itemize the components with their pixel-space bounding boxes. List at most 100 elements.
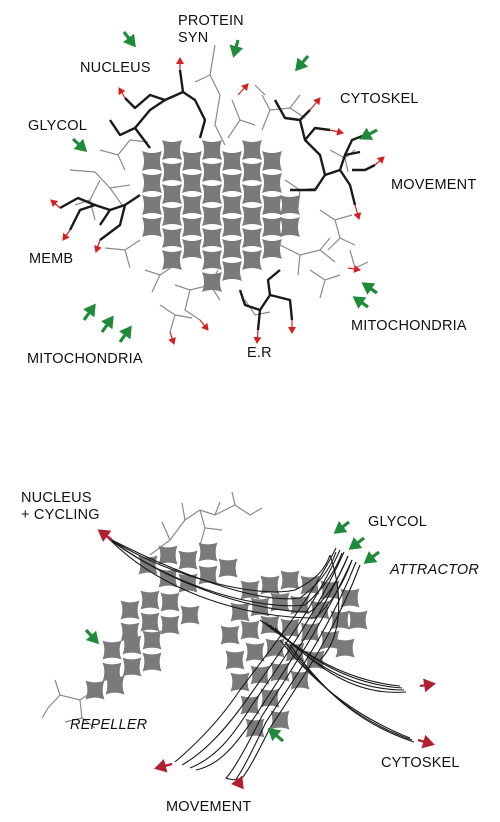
cell-tile-icon <box>245 718 265 738</box>
dark-branches <box>59 69 376 331</box>
cell-tile-icon <box>138 555 158 575</box>
red-arrows-top <box>50 57 385 345</box>
green-arrow-icon <box>100 315 114 333</box>
cell-tile-icon <box>162 228 182 248</box>
green-arrows-bottom <box>84 520 380 743</box>
cell-tile-icon <box>222 173 242 193</box>
cell-tile-icon <box>162 162 182 182</box>
green-arrow-icon <box>229 39 244 58</box>
cell-tile-icon <box>222 195 242 215</box>
label-glycol-bottom: GLYCOL <box>368 514 427 530</box>
label-protein-syn: PROTEIN SYN <box>178 13 244 47</box>
label-nucleus-cycling: NUCLEUS + CYCLING <box>21 490 100 524</box>
cell-tile-icon <box>270 710 290 730</box>
cell-tile-icon <box>242 184 262 204</box>
label-cytoskel-top: CYTOSKEL <box>340 91 419 107</box>
red-arrow-icon <box>154 758 173 773</box>
cell-tile-icon <box>225 650 245 670</box>
cell-tile-icon <box>242 140 262 160</box>
cell-tile-icon <box>122 657 142 677</box>
cell-tile-icon <box>262 195 282 215</box>
label-er: E.R <box>247 345 272 361</box>
cell-tile-icon <box>140 612 160 632</box>
cell-tile-icon <box>162 184 182 204</box>
cell-lattice-bottom <box>85 542 368 738</box>
cell-tile-icon <box>142 173 162 193</box>
label-movement-bottom: MOVEMENT <box>166 799 252 815</box>
label-cytoskel-bottom: CYTOSKEL <box>381 755 460 771</box>
flow-trajectories <box>107 537 415 781</box>
cell-tile-icon <box>202 162 222 182</box>
label-repeller: REPELLER <box>70 717 148 733</box>
label-mitochondria-left: MITOCHONDRIA <box>27 351 143 367</box>
cell-tile-icon <box>142 652 162 672</box>
cell-tile-icon <box>162 206 182 226</box>
cell-tile-icon <box>300 575 320 595</box>
cell-tile-icon <box>122 635 142 655</box>
cell-tile-icon <box>340 588 360 608</box>
cell-tile-icon <box>142 217 162 237</box>
cell-tile-icon <box>202 250 222 270</box>
bottom-network-panel <box>41 491 436 790</box>
cell-tile-icon <box>330 610 350 630</box>
cell-tile-icon <box>230 672 250 692</box>
cell-tile-icon <box>262 217 282 237</box>
cell-tile-icon <box>280 195 300 215</box>
cell-tile-icon <box>222 217 242 237</box>
green-arrow-icon <box>84 628 100 645</box>
cell-tile-icon <box>270 662 290 682</box>
label-memb: MEMB <box>29 251 74 267</box>
red-arrows-bottom <box>97 529 436 790</box>
cell-tile-icon <box>242 250 262 270</box>
cell-tile-icon <box>182 173 202 193</box>
cell-tile-icon <box>142 151 162 171</box>
cell-tile-icon <box>280 618 300 638</box>
cell-tile-icon <box>280 217 300 237</box>
cell-tile-icon <box>102 640 122 660</box>
cell-tile-icon <box>202 140 222 160</box>
cell-tile-icon <box>202 228 222 248</box>
cell-tile-icon <box>242 206 262 226</box>
cell-tile-icon <box>270 592 290 612</box>
cell-tile-icon <box>162 250 182 270</box>
label-mitochondria-right: MITOCHONDRIA <box>351 318 467 334</box>
cell-tile-icon <box>335 638 355 658</box>
cell-tile-icon <box>178 550 198 570</box>
green-arrows-top <box>71 31 378 343</box>
green-arrow-icon <box>118 325 132 343</box>
green-arrow-icon <box>82 303 96 321</box>
cell-tile-icon <box>242 162 262 182</box>
green-arrow-icon <box>359 127 378 140</box>
cell-tile-icon <box>240 620 260 640</box>
green-arrow-icon <box>71 137 88 153</box>
label-nucleus: NUCLEUS <box>80 60 151 76</box>
red-arrow-icon <box>97 529 113 542</box>
red-arrow-icon <box>419 678 436 693</box>
cell-tile-icon <box>182 195 202 215</box>
cell-tile-icon <box>142 630 162 650</box>
cell-tile-icon <box>182 239 202 259</box>
cell-tile-icon <box>242 228 262 248</box>
label-nucleus-cycling-line1: NUCLEUS <box>21 490 92 506</box>
cell-tile-icon <box>202 272 222 292</box>
cell-tile-icon <box>222 239 242 259</box>
cell-tile-icon <box>222 261 242 281</box>
cell-tile-icon <box>142 195 162 215</box>
cell-tile-icon <box>222 151 242 171</box>
red-arrow-icon <box>231 775 244 790</box>
cell-tile-icon <box>180 605 200 625</box>
cell-tile-icon <box>262 151 282 171</box>
red-arrow-icon <box>417 734 435 749</box>
green-arrow-icon <box>363 550 380 564</box>
cell-tile-icon <box>220 625 240 645</box>
label-protein-syn-line1: PROTEIN <box>178 13 244 29</box>
cell-tile-icon <box>158 545 178 565</box>
cell-tile-icon <box>160 615 180 635</box>
green-arrow-icon <box>295 54 310 72</box>
cell-tile-icon <box>280 570 300 590</box>
cell-tile-icon <box>158 568 178 588</box>
label-protein-syn-line2: SYN <box>178 30 209 46</box>
cell-tile-icon <box>262 239 282 259</box>
label-nucleus-cycling-line2: + CYCLING <box>21 507 100 523</box>
